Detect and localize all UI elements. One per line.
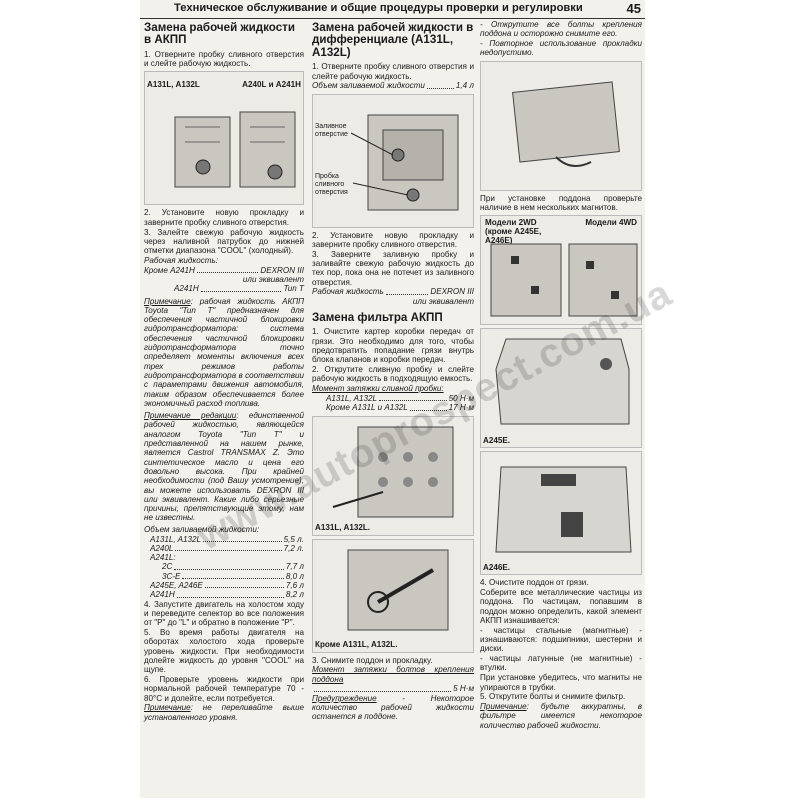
- note: Примечание: будьте аккуратны, в фильтре …: [480, 702, 642, 730]
- step-text: 2. Установите новую прокладку и завернит…: [144, 208, 304, 227]
- note: Примечание: рабочая жидкость АКПП Toyota…: [144, 296, 304, 408]
- pan-drawing: [347, 549, 449, 631]
- torque-label: Момент затяжки сливной пробки:: [312, 384, 444, 394]
- drain-plug-drawing: [174, 111, 296, 188]
- figure-magnets: Модели 2WD (кроме A245E, A246E) Модели 4…: [480, 215, 642, 326]
- step-text: 6. Проверьте уровень жидкости при нормал…: [144, 674, 304, 703]
- figure-label: Заливное отверстие: [315, 122, 348, 138]
- figure-pan-removal: [480, 60, 642, 191]
- fluid-sub: или эквивалент: [242, 274, 304, 284]
- figure-differential: Заливное отверстие Пробка сливного отвер…: [312, 93, 474, 228]
- bullet: - частицы латунные (не магнитные) - втул…: [480, 654, 642, 673]
- column-2: Замена рабочей жидкости в дифференциале …: [312, 20, 474, 722]
- step-text: 1. Отверните пробку сливного отверстия и…: [144, 49, 304, 69]
- figure-caption: A246E.: [483, 562, 510, 572]
- figure-pan-other: Кроме A131L, A132L.: [312, 538, 474, 653]
- note: Примечание: не переливайте выше установл…: [144, 703, 304, 722]
- figure-label: A240L и A241H: [242, 80, 301, 90]
- figure-caption: A131L, A132L.: [315, 523, 371, 533]
- fluid-sub: или эквивалент: [412, 296, 474, 306]
- pan-drawing: [332, 426, 454, 518]
- step-text: 4. Очистите поддон от грязи.: [480, 578, 589, 588]
- step-text: 1. Отверните пробку сливного отверстия и…: [312, 62, 474, 81]
- step-text: 5. Открутите болты и снимите фильтр.: [480, 692, 626, 702]
- step-text: 2. Открутите сливную пробку и слейте раб…: [312, 365, 474, 384]
- volume-label: Объем заливаемой жидкости:: [144, 524, 260, 534]
- section-heading: Замена фильтра АКПП: [312, 310, 443, 324]
- differential-drawing: [350, 114, 459, 211]
- step-text: 3. Залейте свежую рабочую жидкость через…: [144, 227, 304, 256]
- figure-label: A131L, A132L: [147, 80, 200, 90]
- figure-label: Модели 2WD (кроме A245E, A246E): [485, 218, 542, 246]
- step-text: 1. Очистите картер коробки передач от гр…: [312, 327, 474, 365]
- figure-caption: Кроме A131L, A132L.: [315, 640, 398, 650]
- page-header: Техническое обслуживание и общие процеду…: [140, 0, 645, 19]
- figure-label: Пробка сливного отверстия: [315, 172, 348, 196]
- step-text: 3. Заверните заливную пробку и заливайте…: [312, 249, 474, 287]
- step-text: При установке поддона проверьте наличие …: [480, 193, 642, 212]
- note: - Открутите все болты крепления поддона …: [480, 20, 642, 39]
- figure-a245e: A245E.: [480, 328, 642, 449]
- fluid-label: Рабочая жидкость:: [144, 255, 219, 265]
- page-title: Техническое обслуживание и общие процеду…: [174, 2, 583, 14]
- bullet: - частицы стальные (магнитные) - изнашив…: [480, 625, 642, 654]
- figure-caption: A245E.: [483, 435, 510, 445]
- column-1: Замена рабочей жидкости в АКПП 1. Отверн…: [144, 20, 304, 722]
- page-number: 45: [626, 1, 641, 16]
- step-text: 3. Снимите поддон и прокладку.: [312, 655, 433, 665]
- section-heading: Замена рабочей жидкости в дифференциале …: [312, 21, 474, 59]
- a246e-drawing: [495, 466, 632, 553]
- bolt-row: 5 Н·м: [312, 684, 474, 693]
- step-text: 4. Запустите двигатель на холостом ходу …: [144, 599, 304, 628]
- manual-page: Техническое обслуживание и общие процеду…: [140, 0, 645, 798]
- note: Примечание редакции: единственной рабоче…: [144, 411, 304, 523]
- step-text: 5. Во время работы двигателя на оборотах…: [144, 627, 304, 675]
- step-text: Соберите все металлические частицы из по…: [480, 588, 642, 625]
- a245e-drawing: [495, 338, 630, 425]
- note: - Повторное использование прокладки недо…: [480, 39, 642, 58]
- warning: Предупреждение - Некоторое количество ра…: [312, 693, 474, 722]
- section-heading: Замена рабочей жидкости в АКПП: [144, 21, 295, 47]
- figure-drain-plug: A131L, A132L A240L и A241H: [144, 71, 304, 206]
- figure-pan-a131l: A131L, A132L.: [312, 415, 474, 536]
- step-text: При установке убедитесь, что магниты не …: [480, 673, 642, 692]
- figure-a246e: A246E.: [480, 451, 642, 576]
- step-text: 2. Установите новую прокладку и завернит…: [312, 230, 474, 249]
- figure-label: Модели 4WD: [585, 218, 637, 228]
- column-3: - Открутите все болты крепления поддона …: [480, 20, 642, 731]
- list-item: A241L:: [150, 553, 176, 563]
- pan-removal-drawing: [512, 81, 620, 167]
- magnets-drawing: [490, 243, 638, 317]
- bolt-label: Момент затяжки болтов крепления поддона: [312, 665, 474, 684]
